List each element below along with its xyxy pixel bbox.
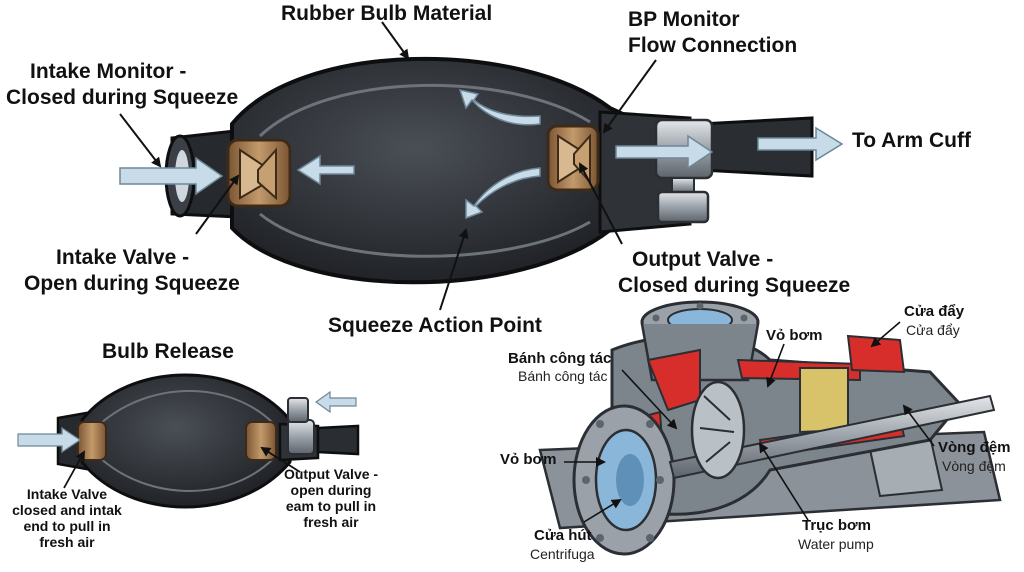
leader-arrow-icon <box>119 21 657 311</box>
release-intake-line2: closed and intak <box>12 502 122 519</box>
release-intake-label: Intake Valve closed and intak end to pul… <box>12 486 122 550</box>
leader-arrow-icon <box>564 321 935 523</box>
vong-dem-sublabel: Vòng đệm <box>942 458 1006 474</box>
valve-icon <box>546 124 600 192</box>
release-intake-line1: Intake Valve <box>26 486 108 502</box>
leader-arrow-icon <box>63 446 301 489</box>
to-arm-cuff-label: To Arm Cuff <box>852 129 971 152</box>
valve-icon <box>226 138 292 208</box>
release-output-label: Output Valve - open during eam to pull i… <box>276 466 386 530</box>
flow-arrow-icon <box>17 390 357 454</box>
bulb-release-title: Bulb Release <box>102 340 234 363</box>
pump-cutaway <box>538 300 1002 556</box>
intake-monitor-label-line2: Closed during Squeeze <box>6 86 239 109</box>
release-intake-line3: end to pull in <box>23 518 111 535</box>
intake-valve-label-line2: Open during Squeeze <box>24 272 240 295</box>
squeeze-point-label: Squeeze Action Point <box>328 314 542 337</box>
vo-bom-left-label: Vỏ bơm <box>500 451 557 468</box>
banh-cong-tac-sublabel: Bánh công tác <box>518 368 608 384</box>
release-output-line4: fresh air <box>303 514 359 531</box>
release-output-line2: open during <box>290 482 372 499</box>
rubber-bulb-label: Rubber Bulb Material <box>281 2 493 25</box>
truc-bom-sublabel: Water pump <box>798 536 874 552</box>
output-valve-label-line1: Output Valve - <box>632 248 774 271</box>
intake-monitor-label-line1: Intake Monitor - <box>30 60 187 83</box>
cua-day-label: Cửa đẩy <box>904 303 965 320</box>
bp-monitor-label-line2: Flow Connection <box>628 34 798 57</box>
release-intake-line4: fresh air <box>39 534 95 551</box>
intake-valve-label-line1: Intake Valve - <box>56 246 190 269</box>
vong-dem-label: Vòng đệm <box>938 439 1011 456</box>
banh-cong-tac-label: Bánh công tác <box>508 350 612 367</box>
release-output-line3: eam to pull in <box>285 498 377 515</box>
cua-day-sublabel: Cửa đẩy <box>906 322 960 338</box>
vo-bom-top-label: Vỏ bơm <box>766 327 823 344</box>
bp-monitor-label-line1: BP Monitor <box>628 8 740 31</box>
output-valve-label-line2: Closed during Squeeze <box>618 274 851 297</box>
pressure-gauge-icon <box>656 190 710 224</box>
cua-hut-sublabel: Centrifuga <box>530 546 595 562</box>
release-bulb <box>56 373 360 509</box>
flow-arrow-icon <box>119 88 844 220</box>
cua-hut-label: Cửa hút <box>534 527 592 544</box>
release-output-line1: Output Valve - <box>283 466 379 482</box>
truc-bom-label: Trục bơm <box>802 517 872 534</box>
